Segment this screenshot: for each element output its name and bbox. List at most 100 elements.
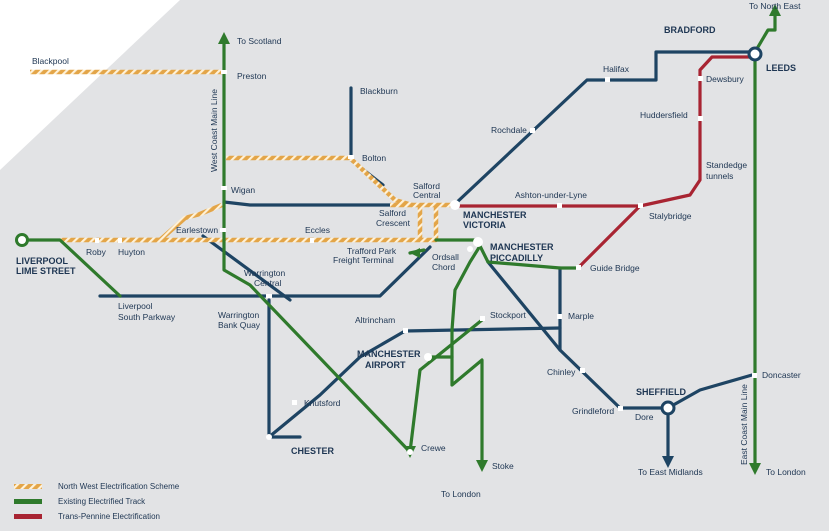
station-warrington-bank-1: Warrington [218, 310, 260, 320]
station-knutsford: Knutsford [304, 398, 341, 408]
arrow-stoke-icon [476, 460, 488, 472]
station-liverpool-south-2: South Parkway [118, 312, 176, 322]
station-salford-central-2: Central [413, 190, 441, 200]
station-manchester-piccadilly-2: PICCADILLY [490, 253, 543, 263]
station-marker-huddersfield [698, 116, 703, 121]
line-chester-altrincham [267, 326, 562, 439]
station-marker-warrington-bank [266, 294, 272, 298]
line-to-north-east [753, 10, 777, 54]
station-eccles: Eccles [305, 225, 330, 235]
station-dewsbury: Dewsbury [706, 74, 745, 84]
station-roby: Roby [86, 247, 107, 257]
station-huyton: Huyton [118, 247, 145, 257]
station-manchester-airport-2: AIRPORT [365, 360, 406, 370]
interchange-stations [15, 46, 763, 455]
station-crewe: Crewe [421, 443, 446, 453]
manchester-airport-station-icon [424, 353, 432, 361]
station-marker-bolton [348, 155, 354, 159]
station-altrincham: Altrincham [355, 315, 395, 325]
station-chinley: Chinley [547, 367, 576, 377]
line-victoria-bradford-leeds [453, 50, 754, 206]
station-salford-crescent-1: Salford [379, 208, 406, 218]
line-piccadilly-stoke [450, 244, 484, 465]
station-rochdale: Rochdale [491, 125, 527, 135]
station-liverpool-2: LIME STREET [16, 266, 76, 276]
station-stalybridge: Stalybridge [649, 211, 692, 221]
to-east-midlands-label: To East Midlands [638, 467, 703, 477]
electrification-scheme-lines [30, 69, 452, 243]
station-marker-knutsford [292, 400, 297, 405]
station-doncaster: Doncaster [762, 370, 801, 380]
station-marker-altrincham [403, 328, 408, 333]
station-bradford: BRADFORD [664, 25, 716, 35]
existing-electrified-lines [20, 10, 777, 469]
standedge-label-2: tunnels [706, 171, 733, 181]
station-huddersfield: Huddersfield [640, 110, 688, 120]
station-warrington-central-2: Central [254, 278, 282, 288]
legend-label-existing: Existing Electrified Track [58, 497, 146, 506]
station-marker-earlestown [220, 228, 226, 232]
station-halifax: Halifax [603, 64, 630, 74]
station-manchester-victoria-2: VICTORIA [463, 220, 506, 230]
scheme-bolton-wigan [226, 155, 413, 208]
to-london-crewe-label: To London [441, 489, 481, 499]
station-ashton: Ashton-under-Lyne [515, 190, 587, 200]
line-stockport-chinley [486, 260, 562, 352]
sheffield-station-icon [660, 400, 676, 416]
line-earlestown-warrington [201, 234, 292, 302]
west-coast-main-line-label: West Coast Main Line [209, 89, 219, 172]
station-manchester-airport-1: MANCHESTER [357, 349, 421, 359]
ordsall-chord-label-2: Chord [432, 262, 455, 272]
station-chester: CHESTER [291, 446, 335, 456]
station-marker-ashton [557, 203, 562, 208]
station-marker-stockport [480, 316, 485, 321]
station-marker-huyton [118, 238, 122, 243]
line-piccadilly-guide-bridge [478, 244, 580, 270]
chester-station-icon [266, 434, 272, 440]
station-wigan: Wigan [231, 185, 255, 195]
leeds-station-icon [747, 46, 763, 62]
west-coast-main-line [222, 40, 412, 454]
station-marker-stalybridge [638, 203, 643, 208]
station-marker-dewsbury [698, 76, 703, 81]
line-stockport-crewe [408, 318, 484, 454]
station-manchester-piccadilly-1: MANCHESTER [490, 242, 554, 252]
trafford-park-label-2: Freight Terminal [333, 255, 394, 265]
station-marker-preston [221, 70, 227, 74]
station-blackburn: Blackburn [360, 86, 398, 96]
line-liverpool-south-parkway [20, 238, 122, 298]
station-guide-bridge: Guide Bridge [590, 263, 640, 273]
arrow-to-london-doncaster-icon [749, 463, 761, 475]
station-warrington-central-1: Warrington [244, 268, 286, 278]
crewe-station-icon [407, 449, 413, 455]
to-scotland-label: To Scotland [237, 36, 282, 46]
station-leeds: LEEDS [766, 63, 796, 73]
standedge-label-1: Standedge [706, 160, 747, 170]
line-liverpool-south-manchester [98, 245, 432, 298]
piccadilly-platform-icon [467, 246, 473, 252]
arrow-to-north-east-icon [769, 4, 781, 16]
station-marker-halifax [605, 77, 610, 82]
station-sheffield: SHEFFIELD [636, 387, 687, 397]
legend-swatch-trans-pennine [14, 514, 42, 519]
station-blackpool: Blackpool [32, 56, 69, 66]
ordsall-chord-label-1: Ordsall [432, 252, 459, 262]
to-london-doncaster-label: To London [766, 467, 806, 477]
arrow-trafford-park-icon [410, 248, 420, 258]
station-marker-rochdale [530, 128, 535, 133]
manchester-piccadilly-station-icon [473, 237, 483, 247]
station-marker-wigan [221, 186, 227, 190]
line-hope-valley [558, 266, 754, 410]
scheme-salford-loop [417, 205, 439, 243]
map-legend: North West Electrification Scheme Existi… [14, 482, 180, 521]
arrow-to-scotland-icon [218, 32, 230, 44]
station-stoke: Stoke [492, 461, 514, 471]
legend-label-trans-pennine: Trans-Pennine Electrification [58, 512, 160, 521]
station-earlestown: Earlestown [176, 225, 218, 235]
liverpool-lime-street-station-icon [15, 233, 29, 247]
station-dore: Dore [635, 412, 654, 422]
station-salford-central-1: Salford [413, 181, 440, 191]
